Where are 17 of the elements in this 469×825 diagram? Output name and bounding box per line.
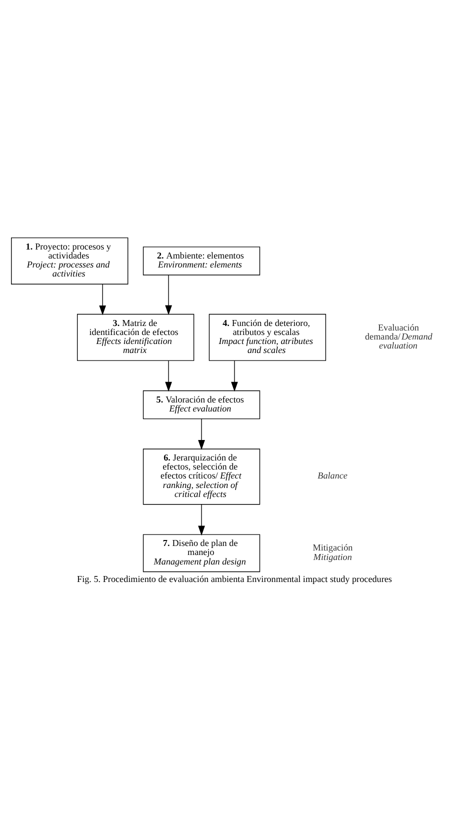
label: Balance (318, 470, 348, 480)
arrow (99, 284, 106, 316)
arrow (165, 274, 172, 316)
caption: Fig. 5. Procedimiento de evaluación ambienta Environmental impact study procedures (77, 574, 392, 584)
arrow (198, 418, 205, 450)
node-box: 5. Valoración de efectos Effect evaluation (142, 390, 260, 420)
label: Evaluación demanda/Demand evaluation (364, 322, 432, 351)
node-box: 3. Matriz de identificación de efectos Effects identification matrix (77, 314, 194, 361)
label: Mitigación Mitigation (312, 542, 353, 562)
arrow (231, 360, 238, 392)
node-box: 1. Proyecto: procesos y actividades Project: processes and activities (11, 237, 128, 284)
node-box: 7. Diseño de plan de manejo Management plan design (142, 534, 260, 572)
node-box: 2. Ambiente: elementos Environment: elements (142, 246, 260, 276)
arrow (165, 360, 172, 392)
arrow (198, 504, 205, 536)
node-box: 4. Función de deterioro, atributos y escalas Impact function, atributes and scales (208, 314, 326, 361)
node-box: 6. Jerarquización de efectos, selección de efectos críticos/Effect ranking, selection of critical effects (142, 448, 260, 505)
